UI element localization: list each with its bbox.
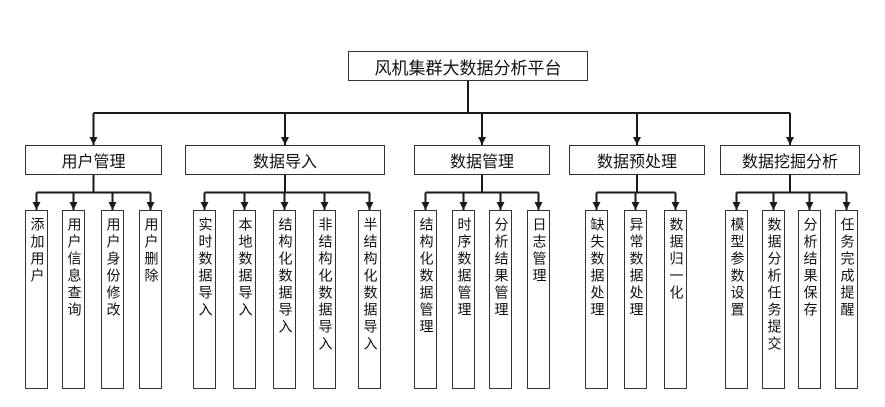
leaf-label: 数据分析任务提交 [765, 217, 782, 353]
leaf-label: 模型参数设置 [728, 217, 745, 319]
arrowhead [421, 202, 430, 210]
arrowhead [200, 202, 209, 210]
leaf-node: 结构化数据导入 [273, 210, 296, 389]
leaf-label: 分析结果管理 [492, 217, 509, 319]
leaf-node: 非结构化数据导入 [313, 210, 336, 389]
arrowhead [240, 202, 249, 210]
arrowhead [89, 137, 98, 145]
arrowhead [631, 202, 640, 210]
leaf-label: 分析结果保存 [801, 217, 818, 319]
arrowhead [146, 202, 155, 210]
leaf-label: 结构化数据导入 [276, 217, 293, 336]
arrowhead [592, 202, 601, 210]
category-label: 数据管理 [449, 152, 514, 171]
arrowhead [496, 202, 505, 210]
leaf-label: 任务完成提醒 [838, 217, 855, 319]
leaf-node: 数据归一化 [664, 210, 687, 389]
arrowhead [280, 202, 289, 210]
leaf-node: 时序数据管理 [452, 210, 475, 389]
arrowhead [478, 137, 486, 145]
leaf-label: 日志管理 [530, 217, 547, 285]
leaf-node: 半结构化数据导入 [358, 210, 381, 389]
leaf-node: 任务完成提醒 [835, 210, 858, 389]
leaf-label: 时序数据管理 [455, 217, 472, 319]
category-data-mining: 数据挖掘分析 [720, 145, 860, 175]
arrowhead [108, 202, 117, 210]
leaf-label: 添加用户 [28, 217, 45, 285]
arrowhead [671, 202, 680, 210]
category-label: 数据预处理 [596, 152, 677, 171]
leaf-node: 用户删除 [139, 210, 162, 389]
arrowhead [786, 137, 794, 145]
arrowhead [842, 202, 851, 210]
arrowhead [534, 202, 543, 210]
leaf-node: 用户信息查询 [62, 210, 85, 389]
leaf-label: 结构化数据管理 [417, 217, 434, 336]
leaf-label: 异常数据处理 [627, 217, 644, 319]
category-label: 数据导入 [252, 152, 317, 171]
leaf-label: 非结构化数据导入 [316, 217, 333, 353]
arrowhead [69, 202, 78, 210]
root-node: 风机集群大数据分析平台 [348, 51, 588, 81]
leaf-node: 异常数据处理 [624, 210, 647, 389]
leaf-node: 缺失数据处理 [585, 210, 608, 389]
leaf-label: 用户删除 [142, 217, 159, 285]
leaf-label: 数据归一化 [667, 217, 684, 302]
arrowhead [320, 202, 329, 210]
leaf-node: 分析结果管理 [489, 210, 512, 389]
arrowhead [459, 202, 468, 210]
category-user-management: 用户管理 [25, 145, 162, 175]
category-data-import: 数据导入 [185, 145, 385, 175]
leaf-node: 分析结果保存 [798, 210, 821, 389]
category-data-preprocessing: 数据预处理 [569, 145, 705, 175]
leaf-node: 日志管理 [527, 210, 550, 389]
category-label: 数据挖掘分析 [741, 152, 838, 171]
arrowhead [805, 202, 814, 210]
leaf-label: 半结构化数据导入 [361, 217, 378, 353]
arrowhead [633, 137, 641, 145]
leaf-node: 数据分析任务提交 [762, 210, 785, 389]
leaf-label: 本地数据导入 [236, 217, 253, 319]
category-label: 用户管理 [61, 152, 126, 171]
arrowhead [769, 202, 778, 210]
arrowhead [281, 137, 289, 145]
root-label: 风机集群大数据分析平台 [374, 58, 562, 79]
leaf-label: 用户身份修改 [104, 217, 121, 319]
arrowhead [365, 202, 374, 210]
leaf-label: 缺失数据处理 [588, 217, 605, 319]
leaf-node: 结构化数据管理 [414, 210, 437, 389]
leaf-label: 实时数据导入 [196, 217, 213, 319]
leaf-node: 用户身份修改 [101, 210, 124, 389]
leaf-node: 实时数据导入 [193, 210, 216, 389]
leaf-node: 添加用户 [25, 210, 48, 389]
arrowhead [32, 202, 41, 210]
category-data-management: 数据管理 [414, 145, 550, 175]
arrowhead [732, 202, 741, 210]
leaf-node: 模型参数设置 [725, 210, 748, 389]
leaf-node: 本地数据导入 [233, 210, 256, 389]
leaf-label: 用户信息查询 [65, 217, 82, 319]
